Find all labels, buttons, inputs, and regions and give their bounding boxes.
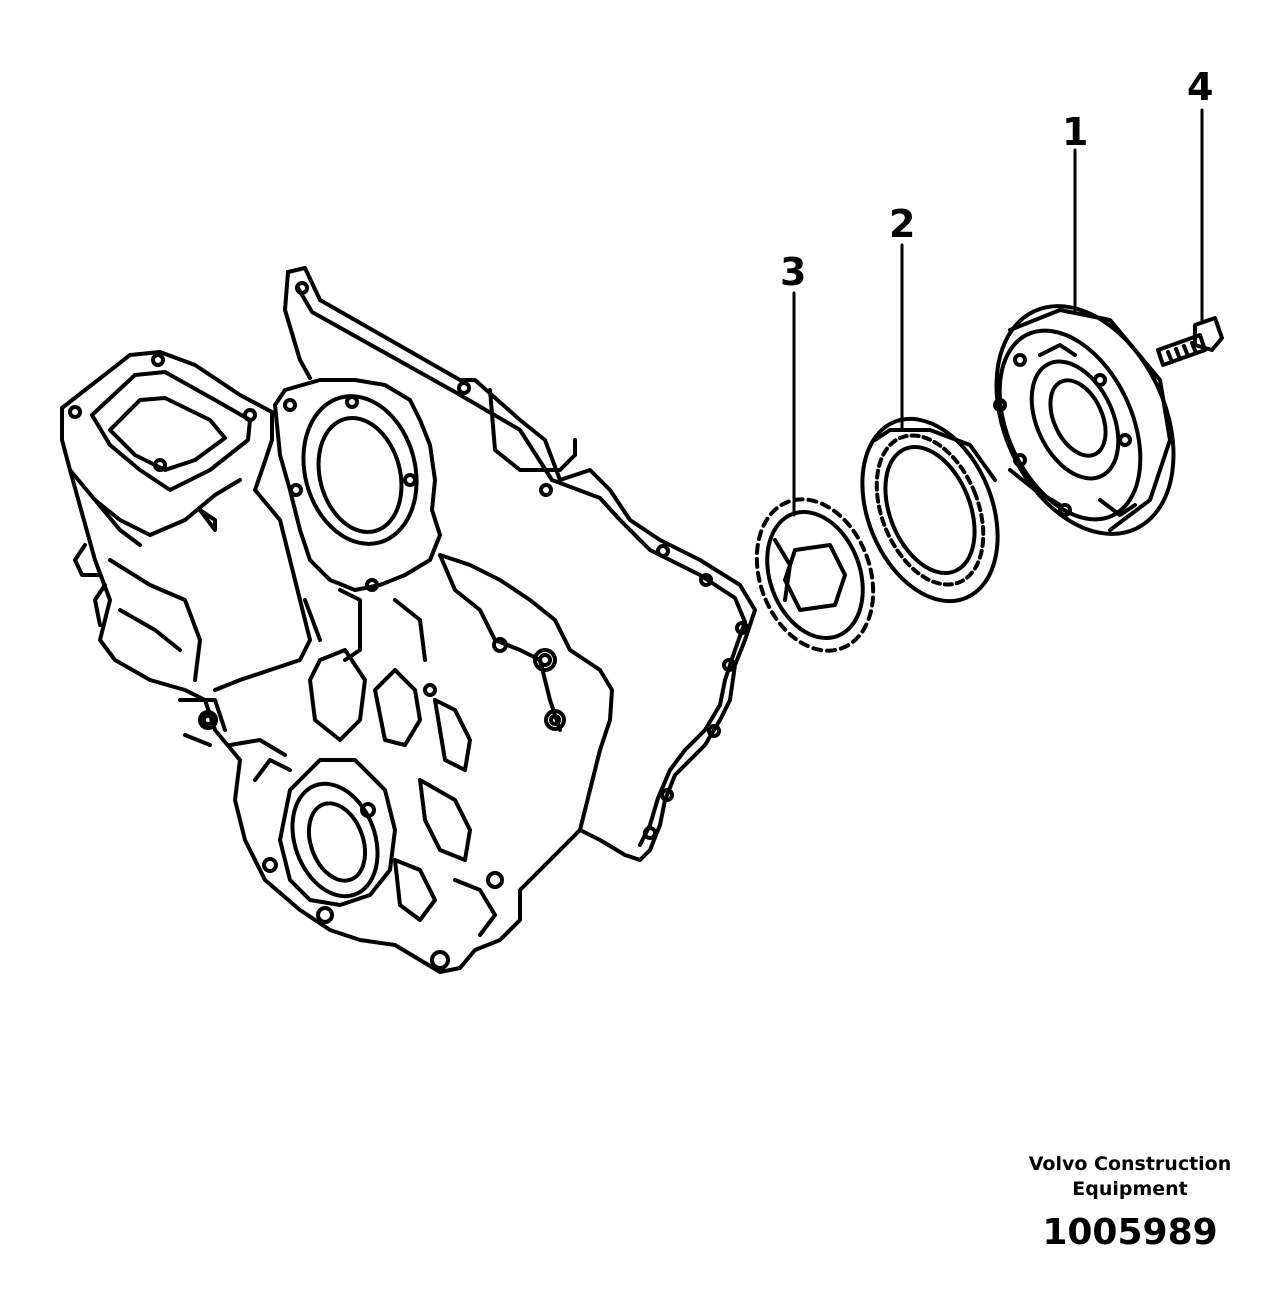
brand-caption: Volvo Construction Equipment <box>1000 1152 1260 1202</box>
callout-3-label: 3 <box>780 250 807 294</box>
gear-part-3 <box>754 497 876 653</box>
callout-1-label: 1 <box>1062 110 1089 154</box>
brand-line-2: Equipment <box>1072 1178 1188 1200</box>
gasket <box>283 266 757 862</box>
bolt-part-4 <box>1156 316 1224 367</box>
leader-lines <box>792 108 1204 517</box>
pump-housing-part-1 <box>993 304 1176 536</box>
callout-4-label: 4 <box>1187 65 1214 109</box>
ring-gear-part-2 <box>860 416 1000 604</box>
callout-2-label: 2 <box>889 202 916 246</box>
document-number: 1005989 <box>1042 1212 1218 1253</box>
brand-line-1: Volvo Construction <box>1028 1153 1232 1175</box>
timing-gear-housing <box>60 350 614 974</box>
